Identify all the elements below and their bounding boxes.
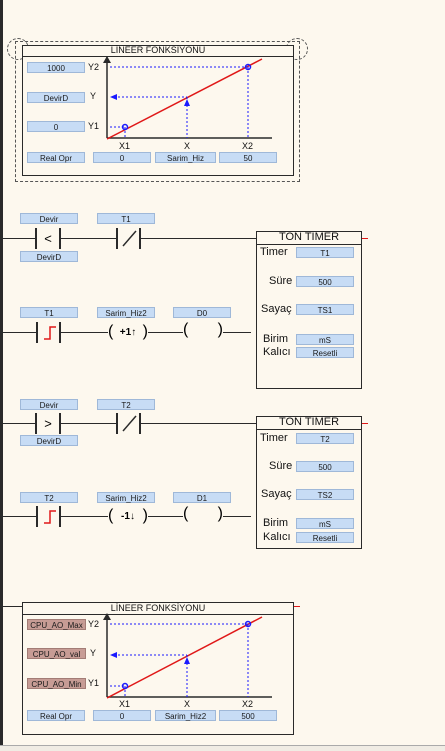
x2-value-field[interactable]: 500 (219, 710, 277, 721)
kalici-value-field[interactable]: Resetli (296, 532, 354, 543)
timer-value-field[interactable]: T1 (296, 247, 354, 258)
rising-edge-icon (44, 326, 56, 340)
timer-output-stub (362, 238, 368, 239)
x2-label: X2 (242, 141, 254, 151)
x1-label: X1 (119, 699, 131, 709)
coil-right-icon: ) (217, 321, 223, 338)
real-opr-field[interactable]: Real Opr (27, 152, 85, 163)
y-label: Y (90, 648, 97, 658)
sayac-value-field[interactable]: TS2 (296, 489, 354, 500)
birim-value-field[interactable]: mS (296, 334, 354, 345)
compare-top-operand[interactable]: Devir (20, 399, 78, 410)
bottom-border (0, 745, 445, 751)
coil-left-icon: ( (183, 321, 189, 338)
compare-bottom-operand[interactable]: DevirD (20, 251, 78, 262)
timer-output-stub (362, 423, 368, 424)
contact-t2-tag[interactable]: T2 (97, 399, 155, 410)
timer-label: Timer (260, 246, 288, 258)
compare-bottom-operand[interactable]: DevirD (20, 435, 78, 446)
output-coil-d1[interactable]: ( ) (183, 505, 223, 527)
increment-function[interactable]: ( +1↑ ) (108, 322, 148, 343)
ton-timer-title: TON TIMER (256, 231, 362, 245)
coil-left-icon: ( (183, 505, 189, 522)
x2-value-field[interactable]: 50 (219, 152, 277, 163)
y2-label: Y2 (88, 62, 100, 72)
coil-d1-tag[interactable]: D1 (173, 492, 231, 503)
compare-greater-contact[interactable]: > (35, 413, 61, 434)
left-power-rail (0, 0, 3, 750)
birim-label: Birim (263, 517, 289, 529)
y2-value-field[interactable]: CPU_AO_Max (27, 619, 86, 630)
decrement-symbol: -1↓ (121, 511, 135, 522)
x-label: X (184, 699, 191, 709)
rising-edge-icon (44, 510, 56, 524)
x-value-field[interactable]: Sarim_Hiz (155, 152, 216, 163)
y-label: Y (90, 91, 97, 101)
contact-t1-tag[interactable]: T1 (97, 213, 155, 224)
compare-operator: < (44, 231, 52, 246)
sure-label: Süre (269, 460, 293, 472)
selection-frame[interactable] (15, 41, 300, 182)
sure-value-field[interactable]: 500 (296, 461, 354, 472)
slash-icon (122, 230, 137, 247)
timer-value-field[interactable]: T2 (296, 433, 354, 444)
sayac-label: Sayaç (261, 488, 292, 500)
rising-edge-contact-t1[interactable] (36, 322, 61, 343)
increment-symbol: +1↑ (119, 327, 137, 338)
y1-value-field[interactable]: 0 (27, 121, 85, 132)
timer-label: Timer (260, 432, 288, 444)
paren-right-icon: ) (142, 507, 148, 524)
x-value-field[interactable]: Sarim_Hiz2 (155, 710, 216, 721)
compare-top-operand[interactable]: Devir (20, 213, 78, 224)
rising-contact-t2-tag[interactable]: T2 (20, 492, 78, 503)
paren-left-icon: ( (108, 323, 114, 340)
paren-left-icon: ( (108, 507, 114, 524)
y1-label: Y1 (88, 678, 100, 688)
ton-timer-title: TON TIMER (256, 416, 362, 430)
coil-d0-tag[interactable]: D0 (173, 307, 231, 318)
decrement-function[interactable]: ( -1↓ ) (108, 506, 148, 527)
kalici-label: Kalıcı (263, 531, 291, 543)
birim-label: Birim (263, 333, 289, 345)
x2-label: X2 (242, 699, 254, 709)
x1-label: X1 (119, 141, 131, 151)
y-value-field[interactable]: CPU_AO_val (27, 648, 86, 659)
kalici-value-field[interactable]: Resetli (296, 347, 354, 358)
normally-closed-contact-t1[interactable] (116, 228, 141, 249)
decrement-function-tag[interactable]: Sarim_Hiz2 (97, 492, 155, 503)
x-label: X (184, 141, 191, 151)
rising-edge-contact-t2[interactable] (36, 506, 61, 527)
y1-value-field[interactable]: CPU_AO_Min (27, 678, 86, 689)
kalici-label: Kalıcı (263, 346, 291, 358)
sayac-label: Sayaç (261, 303, 292, 315)
x1-value-field[interactable]: 0 (93, 152, 151, 163)
birim-value-field[interactable]: mS (296, 518, 354, 529)
linear-function-title: LİNEER FONKSİYONU (22, 45, 294, 57)
rung-wire (3, 606, 22, 607)
paren-right-icon: ) (142, 323, 148, 340)
y2-label: Y2 (88, 619, 100, 629)
coil-right-icon: ) (217, 505, 223, 522)
y-value-field[interactable]: DevirD (27, 92, 85, 103)
x1-value-field[interactable]: 0 (93, 710, 151, 721)
block-output-stub (294, 606, 300, 607)
compare-operator: > (44, 416, 52, 431)
sure-value-field[interactable]: 500 (296, 276, 354, 287)
increment-function-tag[interactable]: Sarim_Hiz2 (97, 307, 155, 318)
rising-contact-t1-tag[interactable]: T1 (20, 307, 78, 318)
sure-label: Süre (269, 275, 293, 287)
linear-function-title: LİNEER FONKSİYONU (22, 602, 294, 615)
slash-icon (122, 415, 137, 432)
compare-less-contact[interactable]: < (35, 228, 61, 249)
sayac-value-field[interactable]: TS1 (296, 304, 354, 315)
y1-label: Y1 (88, 121, 100, 131)
real-opr-field[interactable]: Real Opr (27, 710, 85, 721)
normally-closed-contact-t2[interactable] (116, 413, 141, 434)
y2-value-field[interactable]: 1000 (27, 62, 85, 73)
output-coil-d0[interactable]: ( ) (183, 321, 223, 343)
